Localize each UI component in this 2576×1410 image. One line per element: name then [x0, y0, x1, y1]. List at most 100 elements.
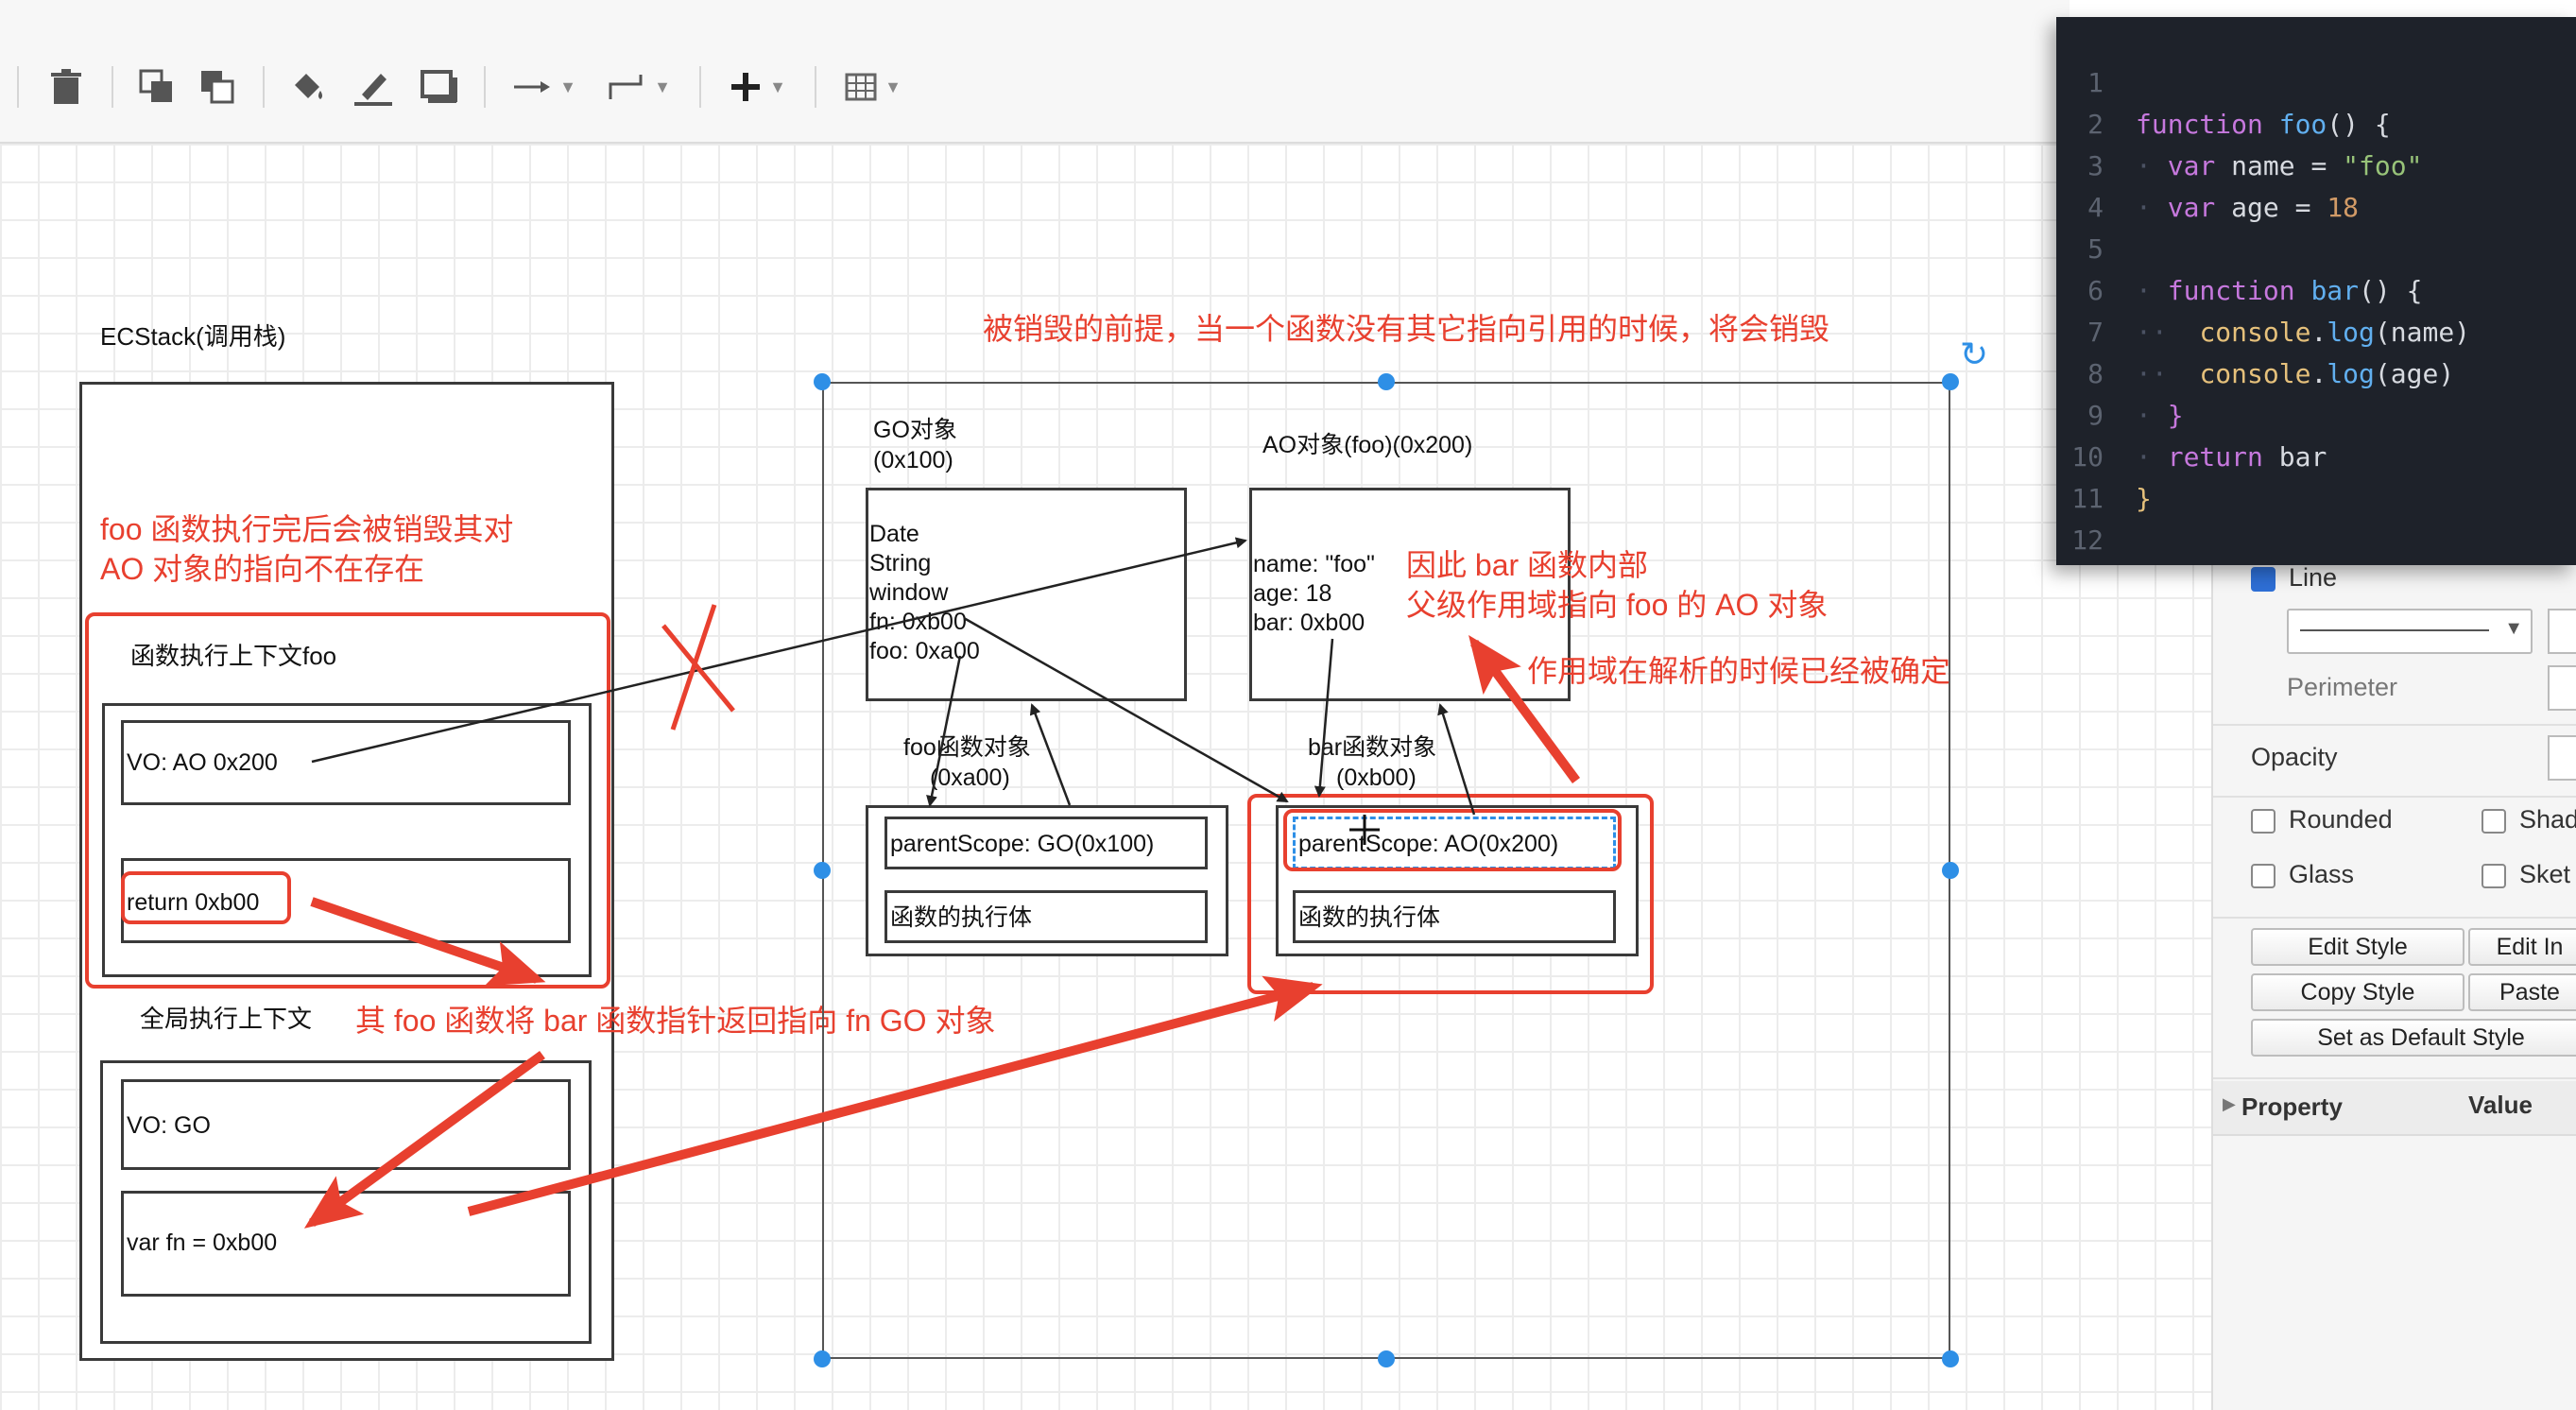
line-number: 13: [2066, 561, 2104, 565]
perimeter-label: Perimeter: [2287, 673, 2398, 701]
foo-fn-obj-line1: foo函数对象: [903, 734, 1031, 761]
resize-handle[interactable]: [1942, 1350, 1959, 1367]
to-front-icon[interactable]: [134, 62, 180, 112]
copy-style-button[interactable]: Copy Style: [2251, 973, 2464, 1011]
shadow-icon[interactable]: [416, 62, 463, 112]
go-prop: fn: 0xb00: [869, 609, 967, 635]
value-header: Value: [2468, 1091, 2533, 1119]
resize-handle[interactable]: [1378, 373, 1395, 390]
set-default-style-button[interactable]: Set as Default Style: [2251, 1019, 2576, 1057]
fill-color-icon[interactable]: [285, 62, 331, 112]
opacity-input[interactable]: [2548, 735, 2576, 781]
foo-body-text: 函数的执行体: [890, 904, 1033, 931]
global-context-title: 全局执行上下文: [140, 1005, 313, 1033]
resize-handle[interactable]: [814, 373, 831, 390]
panel-divider: [2213, 724, 2576, 726]
code-line: 2 · var name = "foo": [2056, 62, 2422, 181]
line-number: 3: [2087, 150, 2104, 181]
code-line: 6 ·· console.log(name): [2056, 229, 2470, 348]
global-fn-text: var fn = 0xb00: [127, 1229, 278, 1256]
bar-body-box[interactable]: [1293, 890, 1616, 943]
to-back-icon[interactable]: [195, 62, 240, 112]
bar-parent-scope-highlight: [1283, 809, 1622, 871]
shadow-checkbox[interactable]: [2482, 808, 2506, 834]
panel-divider: [2213, 917, 2576, 919]
rounded-option[interactable]: Rounded: [2251, 805, 2393, 834]
insert-icon[interactable]: ▼: [720, 62, 796, 112]
glass-label: Glass: [2289, 860, 2355, 888]
resize-handle[interactable]: [814, 1350, 831, 1367]
line-label: Line: [2289, 563, 2338, 592]
code-line: 7 ·· console.log(age): [2056, 270, 2454, 389]
go-title-line2: (0x100): [873, 447, 953, 473]
foo-body-box[interactable]: [884, 890, 1208, 943]
toolbar-separator: [815, 66, 816, 108]
connection-icon[interactable]: ▼: [507, 62, 582, 112]
foo-destroyed-note-line2: AO 对象的指向不在存在: [100, 552, 425, 586]
destroy-note: 被销毁的前提，当一个函数没有其它指向引用的时候，将会销毁: [983, 312, 1830, 346]
resize-handle[interactable]: [814, 862, 831, 879]
go-prop: String: [869, 550, 932, 576]
resize-handle[interactable]: [1378, 1350, 1395, 1367]
code-line: 5 · function bar() {: [2056, 187, 2422, 306]
bar-parent-scope-box[interactable]: [1293, 817, 1616, 869]
glass-checkbox[interactable]: [2251, 863, 2275, 888]
line-number: 4: [2087, 192, 2104, 223]
rounded-checkbox[interactable]: [2251, 808, 2275, 834]
code-line: 1 function foo() {: [2056, 21, 2391, 140]
table-icon[interactable]: ▼: [835, 62, 911, 112]
resize-handle[interactable]: [1942, 373, 1959, 390]
foo-context-highlight: [85, 612, 610, 989]
toolbar-separator: [484, 66, 486, 108]
line-width-input[interactable]: [2548, 609, 2576, 654]
line-option[interactable]: Line: [2251, 563, 2337, 593]
foo-destroyed-note-line1: foo 函数执行完后会被销毁其对: [100, 512, 514, 546]
expand-arrow-icon[interactable]: ▶: [2223, 1094, 2236, 1113]
paste-style-button[interactable]: Paste: [2468, 973, 2576, 1011]
toolbar-separator: [699, 66, 701, 108]
ao-title: AO对象(foo)(0x200): [1262, 432, 1473, 458]
code-line: 13 fn(): [2056, 520, 2120, 561]
code-line: 3 · var age = 18: [2056, 104, 2359, 223]
sketch-checkbox[interactable]: [2482, 863, 2506, 888]
code-line: 10 }: [2056, 395, 2152, 514]
ao-prop: name: "foo": [1253, 551, 1375, 577]
toolbar-separator: [112, 66, 113, 108]
line-number: 5: [2087, 233, 2104, 265]
resize-handle[interactable]: [1942, 862, 1959, 879]
line-color-icon[interactable]: [350, 62, 397, 112]
code-line: 12 var fn = foo(): [2056, 478, 2120, 556]
code-line: 4: [2056, 146, 2120, 223]
code-line: 9 · return bar: [2056, 353, 2327, 473]
scope-note-line1: 因此 bar 函数内部: [1406, 548, 1649, 582]
toolbar-separator: [17, 66, 19, 108]
line-number: 2: [2087, 109, 2104, 140]
code-line: 8 · }: [2056, 312, 2183, 431]
ao-prop: bar: 0xb00: [1253, 610, 1365, 636]
code-editor-overlay[interactable]: 1 function foo() { 2 · var name = "foo" …: [2056, 17, 2576, 565]
foo-parent-scope-box[interactable]: [884, 817, 1208, 869]
line-checkbox[interactable]: [2251, 566, 2275, 592]
rotate-handle-icon[interactable]: ↻: [1960, 335, 1989, 373]
edit-style-button[interactable]: Edit Style: [2251, 928, 2464, 966]
sketch-option[interactable]: Sket: [2482, 860, 2570, 889]
edit-image-button[interactable]: Edit In: [2468, 928, 2576, 966]
rounded-label: Rounded: [2289, 805, 2393, 834]
scope-note-line2: 父级作用域指向 foo 的 AO 对象: [1406, 588, 1829, 622]
glass-option[interactable]: Glass: [2251, 860, 2354, 889]
foo-fn-obj-line2: (0xa00): [930, 765, 1010, 791]
panel-divider: [2213, 1077, 2576, 1079]
perimeter-input[interactable]: [2548, 665, 2576, 711]
foo-return-highlight: [121, 871, 291, 924]
shadow-option[interactable]: Shad: [2482, 805, 2576, 834]
bar-parent-scope-text: parentScope: AO(0x200): [1298, 831, 1559, 857]
shadow-label: Shad: [2519, 805, 2576, 834]
trash-icon[interactable]: [43, 62, 89, 112]
bar-body-text: 函数的执行体: [1298, 904, 1441, 931]
chevron-down-icon: ▼: [2504, 618, 2523, 639]
format-panel: Line ▼ Perimeter Opacity Rounded Shad Gl…: [2211, 510, 2576, 1410]
line-style-select[interactable]: ▼: [2287, 609, 2533, 654]
waypoints-icon[interactable]: ▼: [601, 62, 677, 112]
bar-fn-obj-line2: (0xb00): [1336, 765, 1417, 791]
line-number: 9: [2087, 400, 2104, 431]
